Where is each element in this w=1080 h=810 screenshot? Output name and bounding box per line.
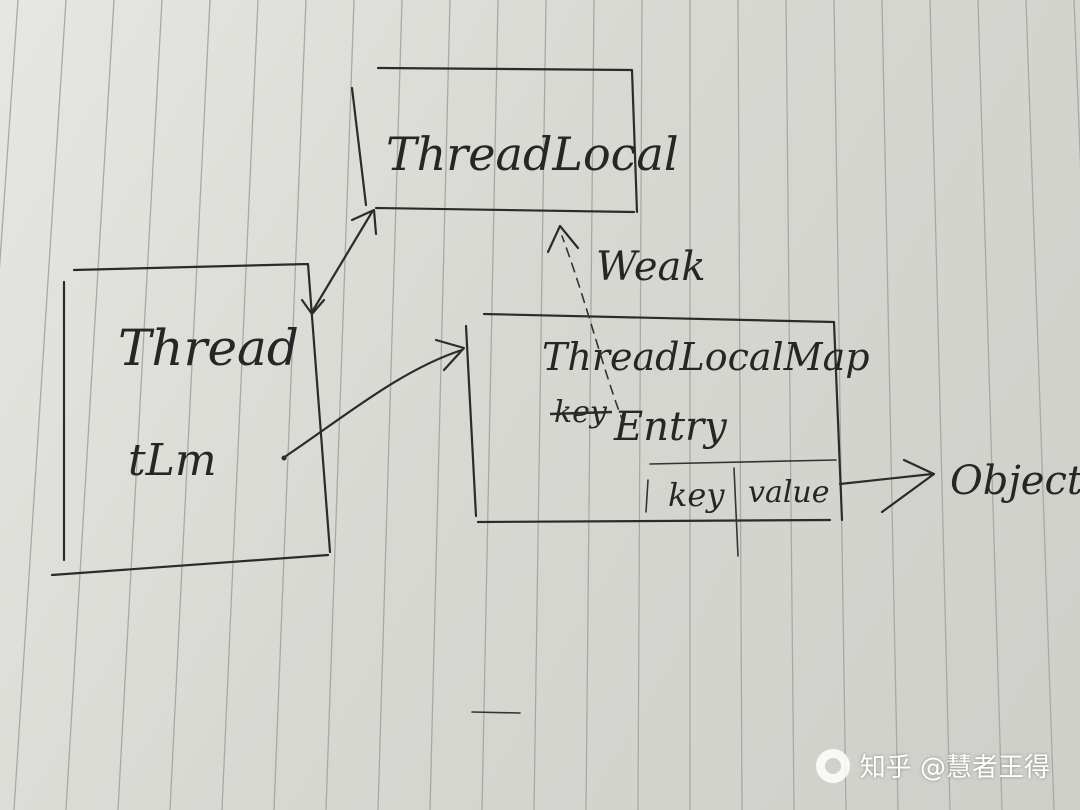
ruled-line: [637, 0, 643, 810]
ruled-line: [221, 0, 259, 810]
value-to-object-arrow: Object: [838, 458, 1080, 514]
ruled-line: [533, 0, 547, 810]
ruled-line: [0, 0, 19, 270]
ruled-line: [929, 0, 951, 810]
ruled-line: [585, 0, 595, 810]
ruled-line: [169, 0, 211, 810]
watermark-text: 知乎 @慧者王得: [859, 753, 1050, 783]
entry-key-label: key: [668, 476, 725, 514]
ruled-line: [13, 0, 67, 810]
ruled-line: [785, 0, 795, 810]
ruled-line: [833, 0, 847, 810]
weak-label: Weak: [596, 244, 706, 290]
ruled-line: [881, 0, 899, 810]
ruled-line: [65, 0, 115, 810]
thread-threadlocal-arrow: [300, 208, 378, 316]
ruled-line: [377, 0, 403, 810]
ruled-line: [1025, 0, 1055, 810]
entry-value-label: value: [748, 475, 830, 510]
strike-through-mark: [549, 410, 613, 416]
ruled-line: [977, 0, 1003, 810]
zhihu-watermark: 知乎 @慧者王得: [815, 747, 1050, 784]
threadlocal-box: ThreadLocal: [350, 66, 679, 214]
entry-cell: key value: [645, 459, 837, 557]
thread-box: Thread tLm: [50, 262, 332, 577]
ruled-line: [1073, 0, 1080, 169]
ruled-line: [429, 0, 451, 810]
thread-field-tlm: tLm: [128, 435, 217, 486]
entry-label: Entry: [613, 404, 728, 450]
pen-dash-mark: [471, 711, 521, 714]
ruled-line: [737, 0, 743, 810]
threadlocal-label: ThreadLocal: [386, 127, 679, 181]
threadlocalmap-label: ThreadLocalMap: [542, 335, 870, 379]
object-label: Object: [950, 458, 1080, 504]
weak-reference-arrow: Weak: [546, 224, 706, 425]
ruled-line: [325, 0, 355, 810]
ruled-line: [481, 0, 499, 810]
ruled-line: [273, 0, 307, 810]
ruled-line: [117, 0, 163, 810]
tlm-to-map-arrow: [281, 338, 466, 461]
wechat-logo-icon: [815, 748, 850, 783]
thread-label: Thread: [118, 319, 299, 377]
